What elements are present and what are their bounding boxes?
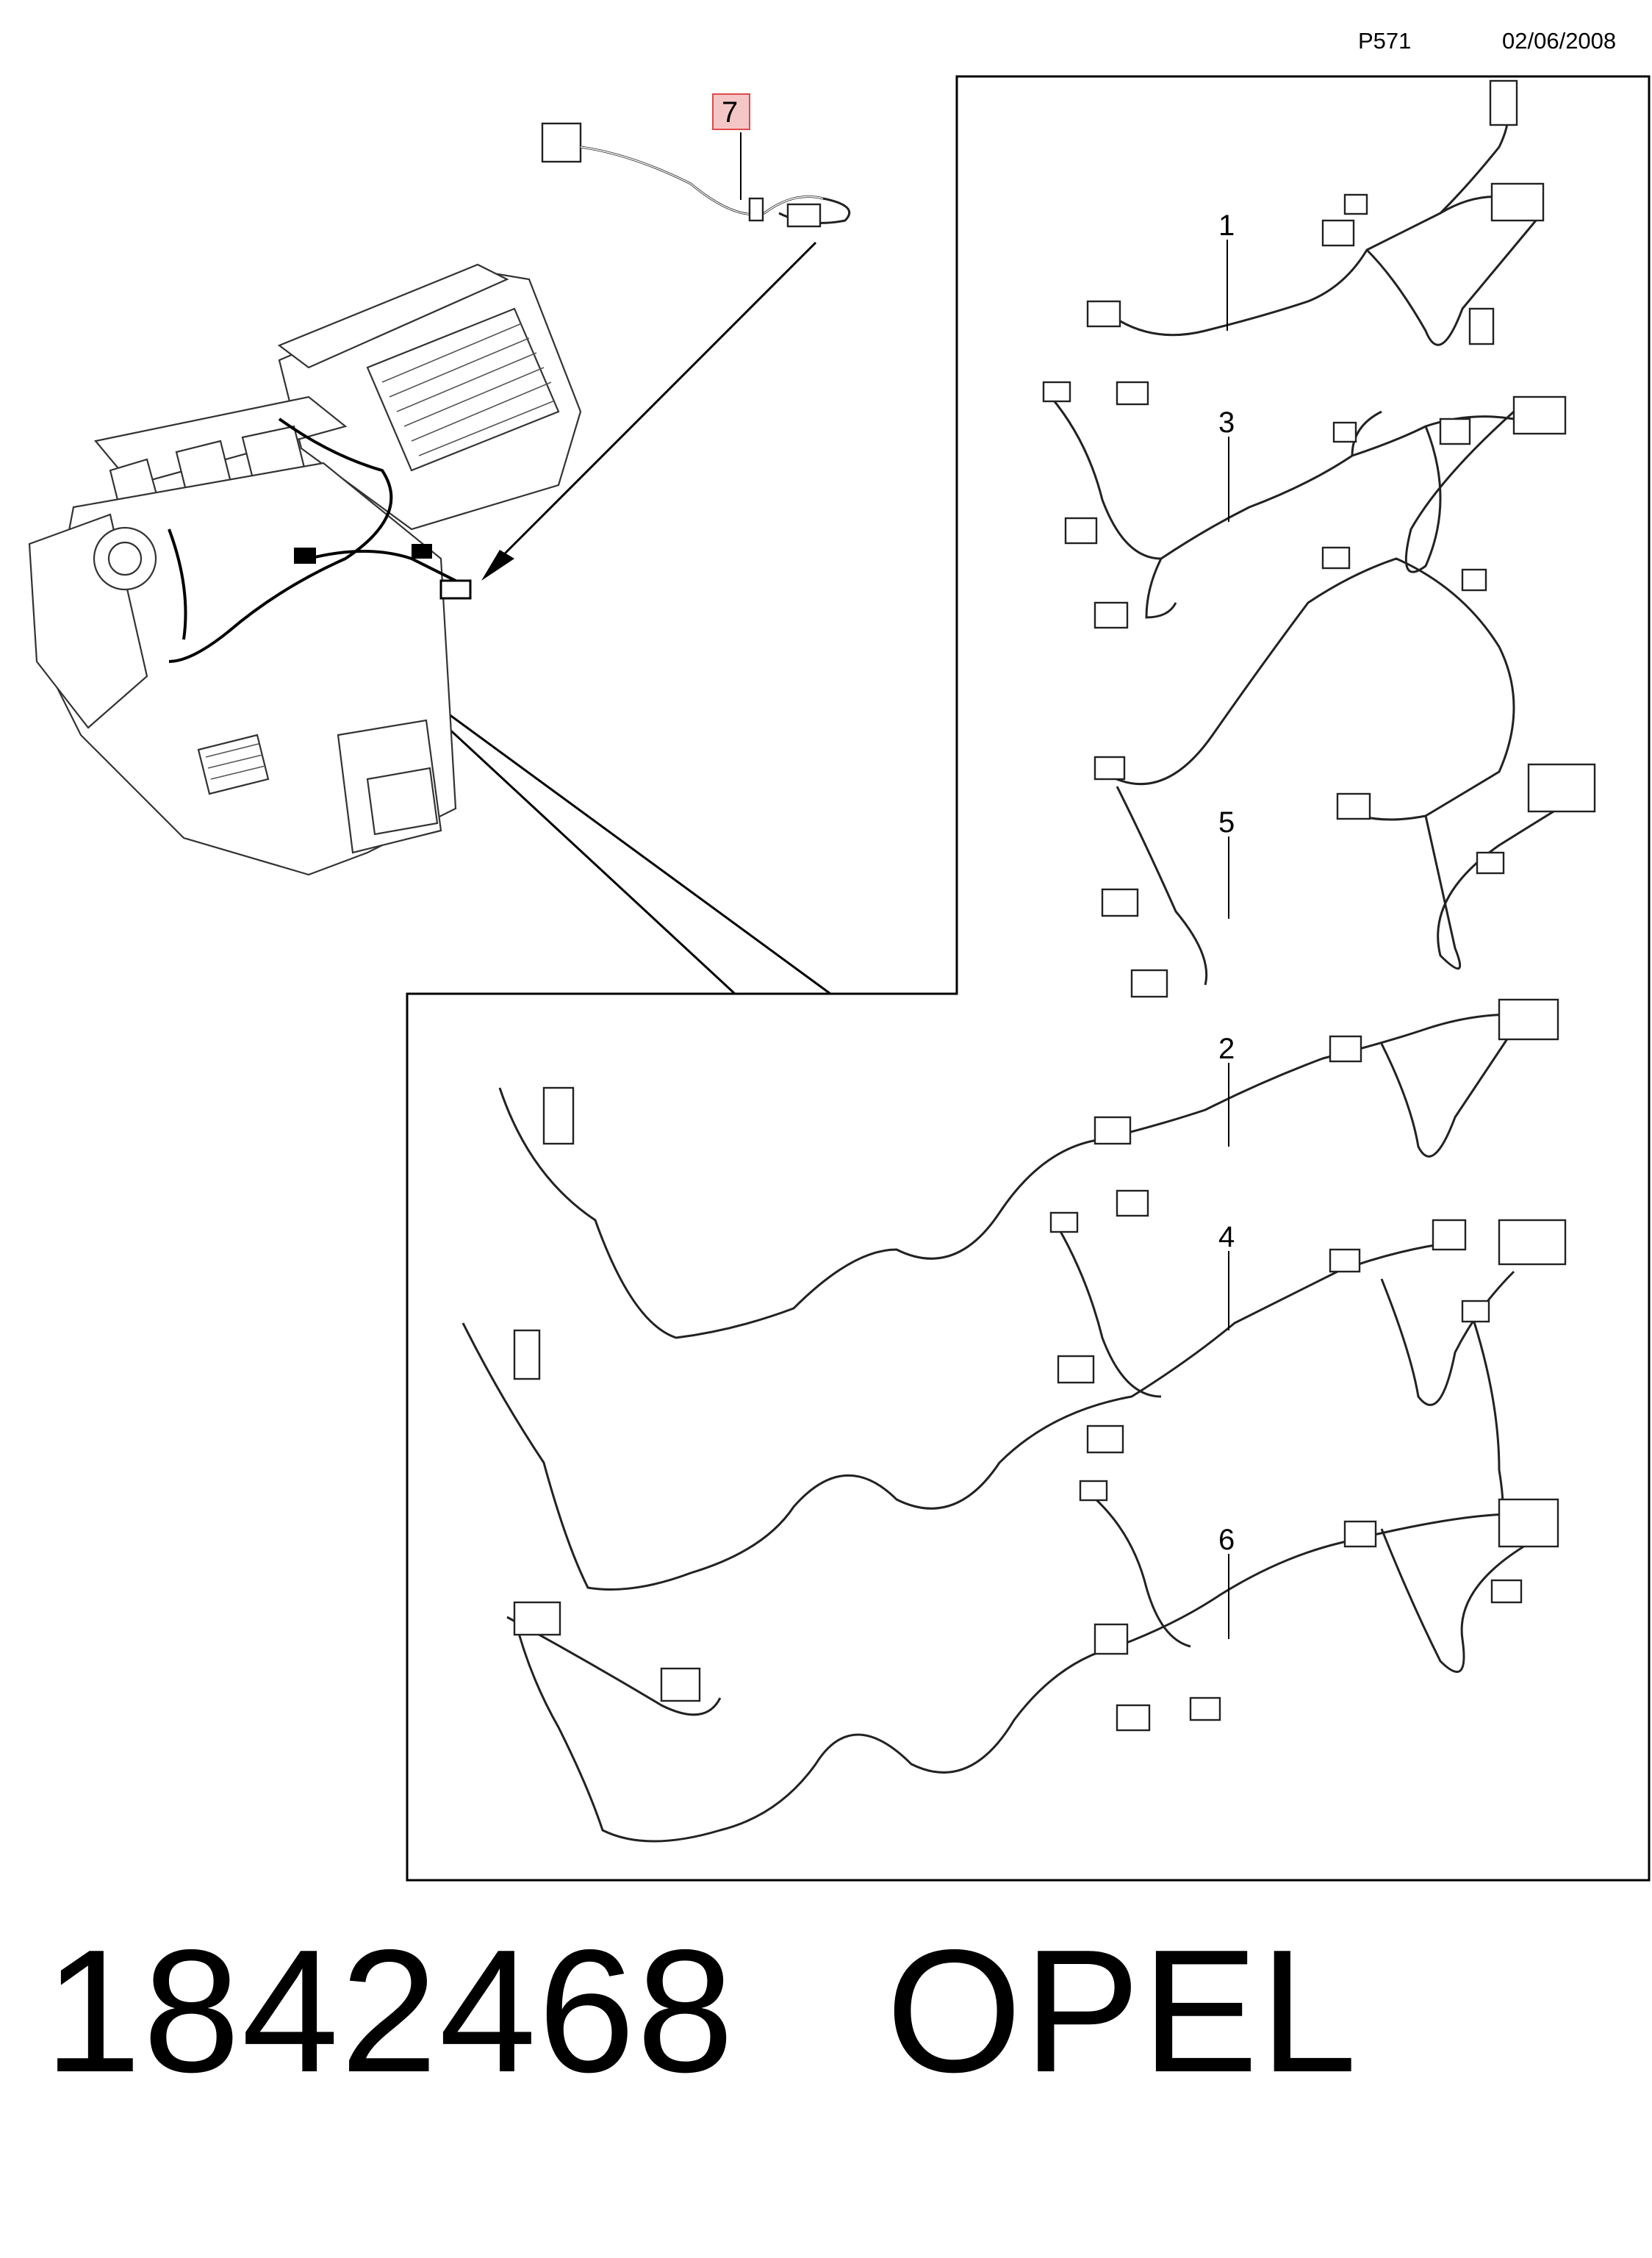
callout-label-5: 5: [1218, 806, 1235, 839]
harness-variant-2: [498, 998, 1559, 1339]
callout-1: 1: [1218, 209, 1235, 331]
brand-name: OPEL: [886, 1914, 1359, 2109]
harness-variant-5: [1093, 546, 1596, 998]
callout-3: 3: [1218, 406, 1235, 522]
callout-label-4: 4: [1218, 1221, 1235, 1253]
callout-7-highlight: [712, 93, 750, 130]
harness-variant-6: [506, 1480, 1559, 1843]
leader-arrow-upper: [481, 550, 514, 581]
callout-label-6: 6: [1218, 1524, 1235, 1556]
harness-variant-3: [1042, 307, 1567, 629]
callout-label-1: 1: [1218, 209, 1235, 242]
part-7-harness: [541, 122, 851, 228]
callout-6: 6: [1218, 1524, 1235, 1639]
callout-label-7: 7: [722, 96, 738, 129]
callout-5: 5: [1218, 806, 1235, 919]
harness-variant-4: [462, 1211, 1567, 1591]
detail-frame: [406, 75, 1651, 1882]
diagram-date: 02/06/2008: [1502, 28, 1617, 54]
hvac-unit-drawing: [28, 263, 582, 876]
callout-4: 4: [1218, 1221, 1235, 1330]
part-number: 1842468: [44, 1914, 736, 2109]
leader-line-upper: [498, 241, 817, 560]
callout-7: 7: [712, 93, 750, 200]
callout-label-2: 2: [1218, 1033, 1235, 1065]
harness-variant-1: [1086, 79, 1545, 346]
callout-2: 2: [1218, 1033, 1235, 1147]
callout-label-3: 3: [1218, 406, 1235, 439]
diagram-code: P571: [1358, 28, 1412, 54]
